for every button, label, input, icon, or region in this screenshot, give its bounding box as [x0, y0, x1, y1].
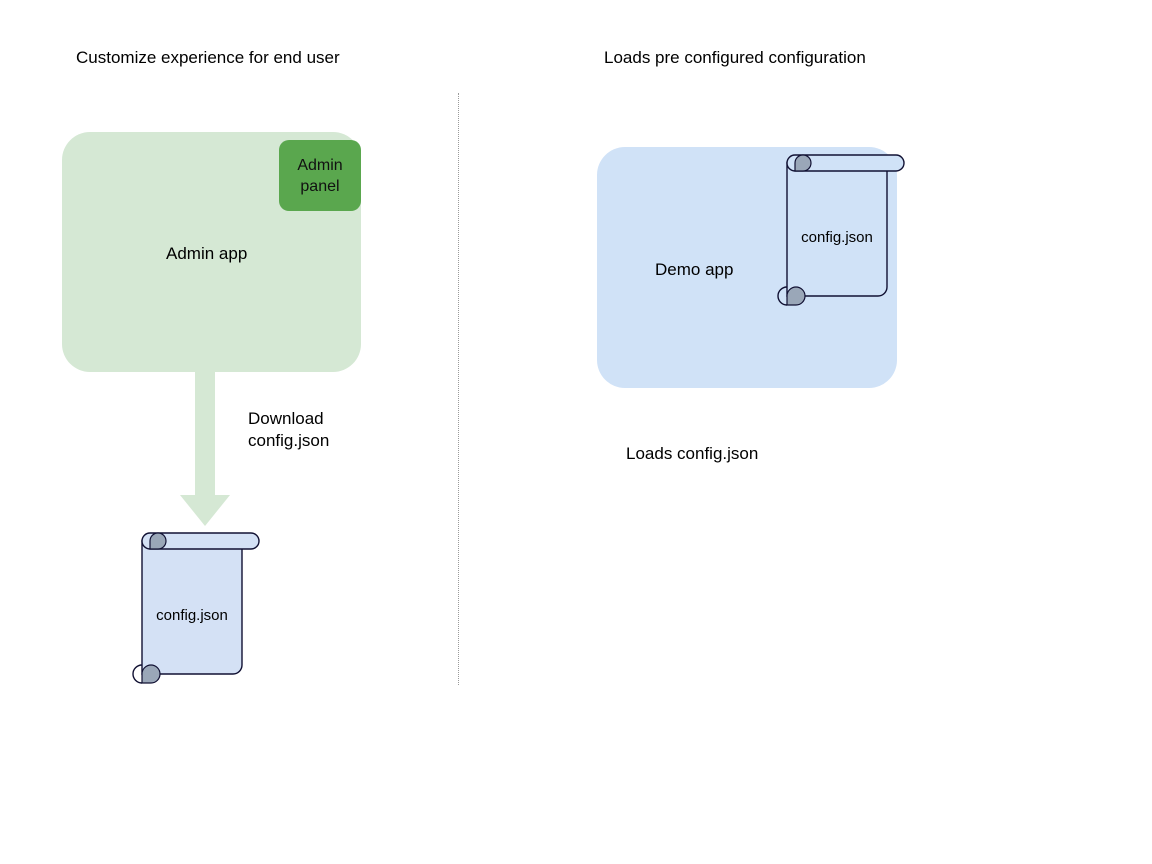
- arrow-down-shape: [180, 368, 230, 526]
- left-column-title: Customize experience for end user: [76, 48, 340, 67]
- download-label-line2: config.json: [248, 431, 330, 450]
- document-top-roll: [141, 532, 260, 550]
- document-bottom-roll-edge: [777, 286, 788, 306]
- document-bottom-roll-core: [141, 664, 161, 684]
- arrow-down-icon: [180, 368, 230, 526]
- document-top-roll-core: [794, 154, 812, 172]
- download-label-line1: Download: [248, 409, 324, 428]
- document-top-roll-core: [149, 532, 167, 550]
- document-top-roll: [786, 154, 905, 172]
- loads-config-caption: Loads config.json: [626, 444, 759, 463]
- document-body: [141, 540, 243, 675]
- right-column-title: Loads pre configured configuration: [604, 48, 866, 67]
- download-edge-label: Download config.json: [248, 408, 329, 452]
- admin-panel-box[interactable]: Admin panel: [279, 140, 361, 211]
- document-label-right: config.json: [801, 229, 873, 246]
- document-body: [786, 162, 888, 297]
- admin-panel-label-line2: panel: [300, 177, 340, 195]
- config-json-document-right[interactable]: config.json: [765, 150, 913, 312]
- demo-app-label: Demo app: [655, 260, 734, 279]
- document-bottom-roll-edge: [132, 664, 143, 684]
- document-bottom-roll-core: [786, 286, 806, 306]
- admin-panel-label-line1: Admin: [297, 156, 343, 174]
- config-json-document-left[interactable]: config.json: [118, 528, 268, 690]
- admin-panel-label: Admin panel: [297, 155, 342, 197]
- document-label-left: config.json: [156, 607, 228, 624]
- vertical-dotted-divider: [458, 93, 459, 685]
- admin-app-label: Admin app: [166, 244, 248, 263]
